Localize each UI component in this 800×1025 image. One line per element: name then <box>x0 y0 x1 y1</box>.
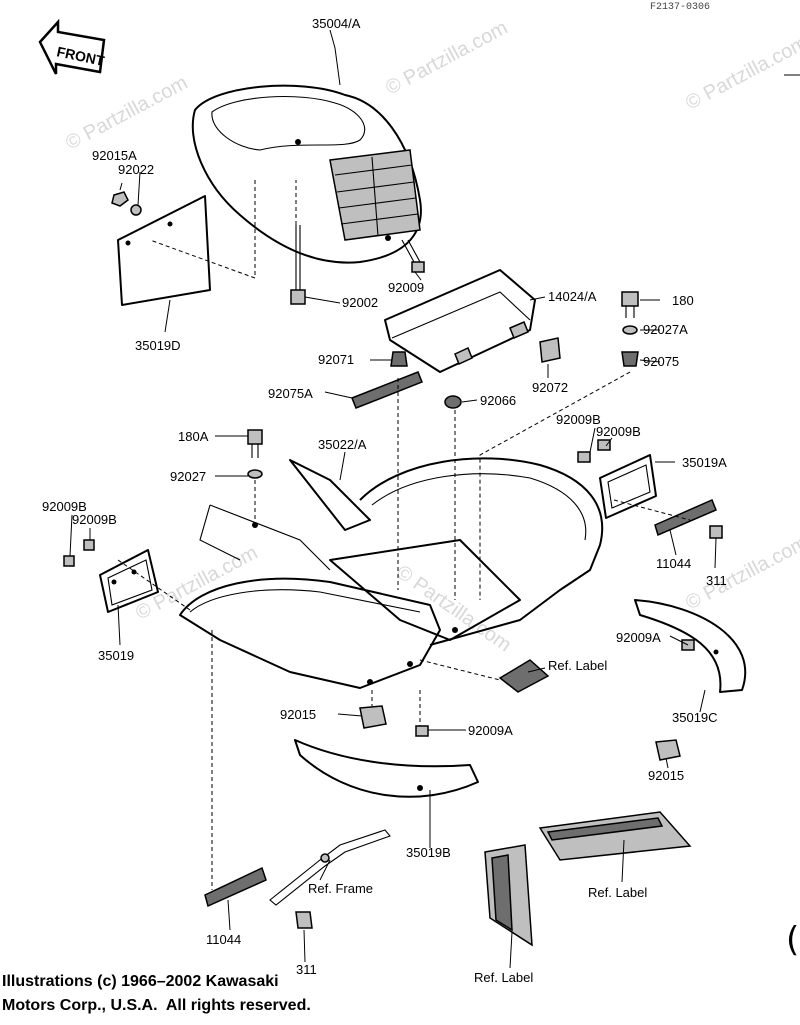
label-35004A: 35004/A <box>312 16 361 31</box>
watermark: © Partzilla.com <box>62 72 191 155</box>
diagram-ref-code: F2137-0306 <box>650 2 711 13</box>
label-ref-label-1: Ref. Label <box>548 658 607 673</box>
copyright-notice: Illustrations (c) 1966–2002 Kawasaki Mot… <box>2 970 311 1018</box>
rear-cover <box>384 269 536 373</box>
label-92075A: 92075A <box>268 386 313 401</box>
screw-icon <box>401 239 425 273</box>
label-ref-frame: Ref. Frame <box>308 881 373 896</box>
ref-frame <box>269 829 391 906</box>
label-11044-right: 11044 <box>656 556 691 571</box>
label-92009B-r2: 92009B <box>596 424 641 439</box>
label-35019B: 35019B <box>406 845 451 860</box>
clip-92015-center <box>359 705 387 729</box>
copyright-line-1: Illustrations (c) 1966–2002 Kawasaki <box>2 973 279 990</box>
grommet-92066 <box>444 395 462 409</box>
label-92009B-l1: 92009B <box>42 499 87 514</box>
clamp-11044-left <box>204 866 267 908</box>
label-92009A-right: 92009A <box>616 630 661 645</box>
watermark: © Partzilla.com <box>682 32 800 115</box>
label-92015-center: 92015 <box>280 707 316 722</box>
screw-92009A <box>415 725 429 737</box>
part-labels: 35004/A 92015A 92022 35019D 92009 92002 … <box>42 16 727 985</box>
front-arrow-icon: FRONT <box>38 18 106 75</box>
side-plate-left <box>99 549 159 613</box>
label-92015A: 92015A <box>92 148 137 163</box>
label-ref-label-2: Ref. Label <box>588 885 647 900</box>
label-92075: 92075 <box>643 354 679 369</box>
label-35019D: 35019D <box>135 338 181 353</box>
label-92015-right: 92015 <box>648 768 684 783</box>
clip-92015-right <box>655 739 681 761</box>
label-311-left: 311 <box>296 962 317 977</box>
label-92002: 92002 <box>342 295 378 310</box>
nut-icon <box>111 191 142 216</box>
label-92027: 92027 <box>170 469 206 484</box>
nut-311-left <box>295 911 313 929</box>
screw-icon <box>63 539 95 567</box>
label-92072: 92072 <box>532 380 568 395</box>
grommet-92071 <box>390 351 408 367</box>
bolt-180 <box>621 291 639 367</box>
label-ref-label-3: Ref. Label <box>474 970 533 985</box>
screw-icon <box>577 439 611 463</box>
ref-label-plate <box>498 659 550 693</box>
label-35019A: 35019A <box>682 455 727 470</box>
label-180A: 180A <box>178 429 209 444</box>
mud-guard-right <box>634 599 747 693</box>
bolt-icon <box>290 225 306 305</box>
label-35022A: 35022/A <box>318 437 367 452</box>
copyright-line-2: Motors Corp., U.S.A. All rights reserved… <box>2 997 311 1014</box>
label-92027A: 92027A <box>643 322 688 337</box>
label-92071: 92071 <box>318 352 354 367</box>
license-plate-bracket <box>117 195 211 306</box>
label-92066: 92066 <box>480 393 516 408</box>
label-35019C: 35019C <box>672 710 718 725</box>
pad-92075A <box>351 371 423 409</box>
label-92009B-r1: 92009B <box>556 412 601 427</box>
label-92009B-l2: 92009B <box>72 512 117 527</box>
main-fender <box>179 457 604 689</box>
watermark: © Partzilla.com <box>682 532 800 615</box>
label-180: 180 <box>672 293 694 308</box>
label-11044-left: 11044 <box>206 932 241 947</box>
watermark: © Partzilla.com <box>382 17 511 100</box>
side-plate-right <box>599 454 657 519</box>
bolt-180A <box>247 429 263 479</box>
label-35019: 35019 <box>98 648 134 663</box>
clamp-11044-right <box>654 499 717 537</box>
label-311-right: 311 <box>706 573 727 588</box>
nut-311-right <box>709 525 723 539</box>
label-92022: 92022 <box>118 162 154 177</box>
edge-glyph: ( <box>786 920 800 960</box>
leader-lines <box>69 29 717 969</box>
mud-guard-lower <box>294 739 479 798</box>
decal-right <box>538 811 692 861</box>
decal-bottom <box>484 844 533 947</box>
label-14024A: 14024/A <box>548 289 597 304</box>
grommet-92072 <box>539 337 561 363</box>
label-92009A-center: 92009A <box>468 723 513 738</box>
rear-fender-top <box>191 84 422 264</box>
label-92009: 92009 <box>388 280 424 295</box>
